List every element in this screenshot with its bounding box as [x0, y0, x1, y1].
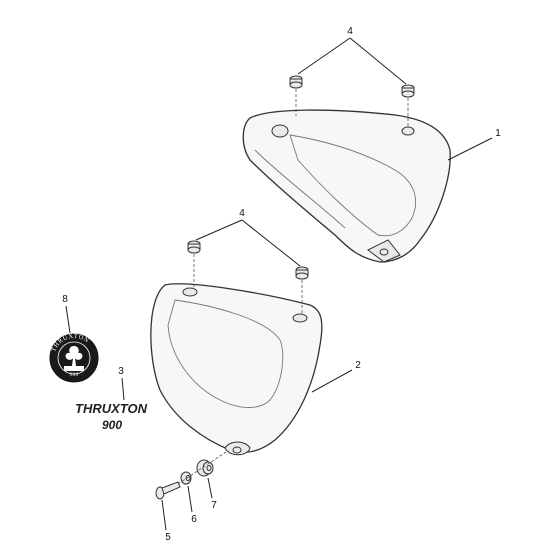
callout-2: 2 — [355, 360, 361, 371]
callout-8: 8 — [62, 294, 68, 305]
callout-5: 5 — [165, 532, 171, 543]
grommet-lower-left — [187, 240, 201, 254]
callout-4-top: 4 — [347, 26, 353, 37]
badge-emblem-icon — [65, 346, 83, 366]
decal-line1: THRUXTON — [75, 401, 148, 416]
grommet-lower-right — [295, 266, 309, 280]
bolt-item-5 — [155, 481, 181, 500]
thruxton-badge: THRUXTON 900 — [49, 333, 99, 383]
badge-number: 900 — [70, 373, 79, 378]
callout-1: 1 — [495, 128, 501, 139]
washer-item-6 — [180, 471, 192, 485]
grommet-item-7 — [196, 459, 214, 477]
side-panel-lower — [150, 283, 323, 456]
side-panel-upper — [242, 109, 451, 263]
leader-lines — [65, 37, 493, 531]
grommet-upper-right — [401, 84, 415, 98]
callout-7: 7 — [211, 500, 217, 511]
thruxton-decal: THRUXTON 900 — [75, 401, 148, 432]
grommet-upper-left — [289, 75, 303, 89]
callout-4-mid: 4 — [239, 208, 245, 219]
decal-line2: 900 — [102, 418, 122, 432]
callout-3: 3 — [118, 366, 124, 377]
callout-6: 6 — [191, 514, 197, 525]
